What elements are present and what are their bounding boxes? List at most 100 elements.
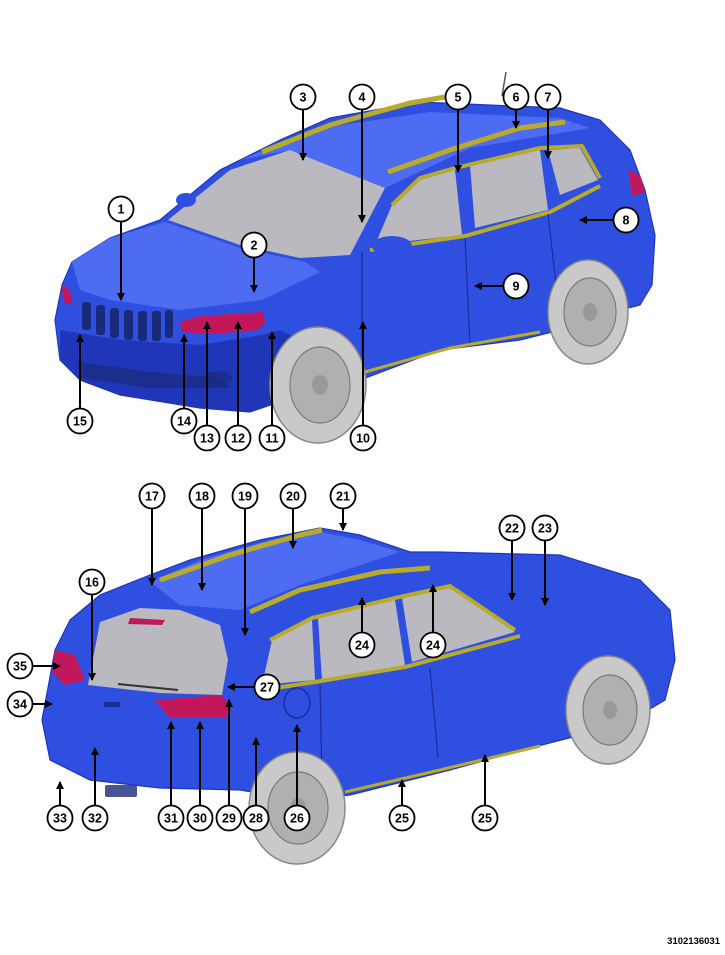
callout-11: 11 bbox=[258, 331, 286, 452]
callout-circle bbox=[107, 195, 135, 223]
rear-three-quarter-view bbox=[41, 527, 676, 865]
callout-circle bbox=[224, 424, 252, 452]
front-view-front-door-glass bbox=[375, 170, 462, 245]
callout-12: 12 bbox=[224, 321, 252, 452]
callout-19: 19 bbox=[231, 482, 259, 636]
callout-number: 1 bbox=[118, 202, 125, 216]
callout-number: 3 bbox=[300, 90, 307, 104]
callout-25: 25 bbox=[388, 779, 416, 832]
front-three-quarter-view bbox=[54, 71, 656, 444]
front-view-rear-wheel bbox=[547, 259, 629, 365]
callout-29: 29 bbox=[215, 699, 243, 832]
callout-17: 17 bbox=[138, 482, 166, 586]
callout-circle bbox=[534, 83, 562, 111]
callout-18: 18 bbox=[188, 482, 216, 591]
front-view-fog-lamp bbox=[204, 371, 232, 385]
callout-circle bbox=[258, 424, 286, 452]
callout-circle bbox=[186, 804, 214, 832]
callout-number: 21 bbox=[336, 489, 350, 503]
callout-circle bbox=[6, 690, 34, 718]
callout-number: 26 bbox=[290, 811, 304, 825]
callout-35: 35 bbox=[6, 652, 61, 680]
front-view-tail-lamp bbox=[628, 170, 645, 196]
callout-circle bbox=[215, 804, 243, 832]
rear-view-fuel-door bbox=[283, 687, 311, 719]
callout-number: 9 bbox=[513, 279, 520, 293]
callout-number: 25 bbox=[395, 811, 409, 825]
figure-id: 3102136031 bbox=[667, 936, 721, 947]
rear-view-rocker-trim bbox=[344, 744, 541, 794]
callout-13: 13 bbox=[193, 321, 221, 452]
callout-circle bbox=[188, 482, 216, 510]
rear-view-rear-wiper bbox=[117, 683, 179, 691]
front-view-hood bbox=[72, 222, 320, 310]
callout-number: 31 bbox=[164, 811, 178, 825]
callout-number: 10 bbox=[356, 431, 370, 445]
callout-circle bbox=[348, 631, 376, 659]
rear-view-liftgate-glass bbox=[88, 608, 228, 695]
rear-view-hitch-cover bbox=[105, 785, 137, 797]
callout-number: 18 bbox=[195, 489, 209, 503]
rear-view-roof-rail-left bbox=[159, 527, 323, 583]
callout-number: 17 bbox=[145, 489, 159, 503]
callout-32: 32 bbox=[81, 747, 109, 832]
callout-9: 9 bbox=[474, 272, 530, 300]
callout-number: 15 bbox=[73, 414, 87, 428]
callout-number: 2 bbox=[251, 238, 258, 252]
callout-circle bbox=[471, 804, 499, 832]
rear-view-window-trim bbox=[261, 583, 521, 692]
callout-circle bbox=[138, 482, 166, 510]
callout-24: 24 bbox=[348, 597, 376, 659]
callout-circle bbox=[240, 231, 268, 259]
callout-number: 24 bbox=[355, 638, 369, 652]
front-view-quarter-glass bbox=[548, 148, 598, 195]
callout-number: 25 bbox=[478, 811, 492, 825]
callout-number: 23 bbox=[538, 521, 552, 535]
callout-6: 6 bbox=[502, 83, 530, 129]
callout-15: 15 bbox=[66, 334, 94, 435]
callout-circle bbox=[6, 652, 34, 680]
callout-number: 28 bbox=[249, 811, 263, 825]
callout-circle bbox=[170, 407, 198, 435]
callout-number: 32 bbox=[88, 811, 102, 825]
front-view-roof-rail-left bbox=[261, 94, 446, 155]
front-view-roof-rail-right bbox=[387, 119, 566, 175]
callout-circle bbox=[531, 514, 559, 542]
callout-25: 25 bbox=[471, 754, 499, 832]
callout-22: 22 bbox=[498, 514, 526, 601]
callout-circle bbox=[231, 482, 259, 510]
callout-circle bbox=[66, 407, 94, 435]
callout-number: 16 bbox=[85, 575, 99, 589]
rear-view-tail-lamp-right bbox=[155, 695, 232, 718]
callout-number: 11 bbox=[265, 431, 278, 445]
callout-10: 10 bbox=[349, 321, 377, 452]
callout-circle bbox=[348, 83, 376, 111]
callout-number: 34 bbox=[13, 697, 27, 711]
callout-number: 22 bbox=[505, 521, 519, 535]
callout-circle bbox=[502, 272, 530, 300]
callout-27: 27 bbox=[227, 673, 281, 701]
callout-number: 12 bbox=[231, 431, 245, 445]
callout-circle bbox=[612, 206, 640, 234]
callout-number: 6 bbox=[513, 90, 520, 104]
front-view-side-mirror bbox=[372, 236, 412, 256]
front-view-front-wheel bbox=[269, 326, 367, 444]
front-view-rocker-trim bbox=[364, 330, 541, 374]
rear-view-tail-lamp-left bbox=[52, 650, 85, 685]
callout-circle bbox=[283, 804, 311, 832]
callout-14: 14 bbox=[170, 334, 198, 435]
callout-circle bbox=[193, 424, 221, 452]
front-view-antenna bbox=[501, 71, 507, 97]
rear-view-front-wheel bbox=[565, 655, 651, 765]
rear-view-quarter-glass bbox=[262, 620, 315, 685]
callout-number: 35 bbox=[13, 659, 27, 673]
callout-circle bbox=[46, 804, 74, 832]
front-view-left-mirror bbox=[176, 193, 196, 207]
callout-circle bbox=[444, 83, 472, 111]
callout-circle bbox=[498, 514, 526, 542]
callout-24: 24 bbox=[419, 584, 447, 659]
rear-view-roof-rail-right bbox=[248, 565, 431, 615]
front-view-grille bbox=[82, 302, 173, 341]
callout-circle bbox=[349, 424, 377, 452]
